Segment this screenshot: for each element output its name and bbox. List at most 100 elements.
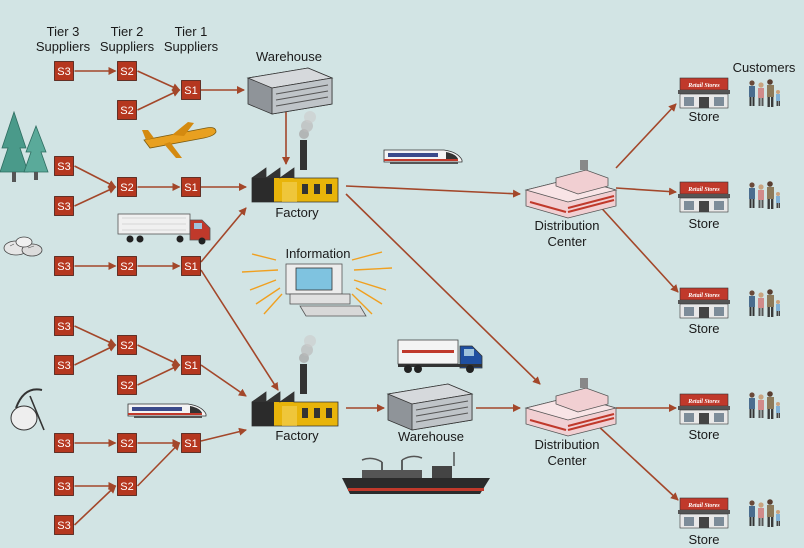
tier1-header-line2: Suppliers	[164, 39, 219, 54]
tier3-header-line1: Tier 3	[47, 24, 80, 39]
warehouse-icon	[247, 67, 333, 115]
tier1-supplier-node	[181, 433, 201, 453]
store-sign: Retail Stores	[687, 399, 720, 405]
tier1-supplier-node	[181, 177, 201, 197]
customers-icon	[749, 289, 780, 317]
tier2-supplier-code: S2	[120, 261, 133, 273]
tier2-supplier-node	[117, 177, 137, 197]
train-icon	[383, 149, 463, 165]
factory-bottom-label: Factory	[275, 428, 319, 443]
supplier-nodes: S3S3S3S3S3S3S3S3S3S2S2S2S2S2S2S2S2S1S1S1…	[54, 61, 201, 535]
flow-arrow	[595, 201, 679, 293]
customers-icon	[749, 391, 780, 419]
flow-arrow	[137, 344, 181, 366]
information-label: Information	[285, 246, 350, 261]
tier3-supplier-node	[54, 355, 74, 375]
tier3-supplier-node	[54, 61, 74, 81]
store-sign: Retail Stores	[687, 187, 720, 193]
tier2-supplier-node	[117, 375, 137, 395]
warehouse-top-label: Warehouse	[256, 49, 322, 64]
store-label-2: Store	[688, 216, 719, 231]
store-sign: Retail Stores	[687, 83, 720, 89]
tier3-supplier-node	[54, 156, 74, 176]
retail-store-icon: Retail Stores	[677, 393, 731, 425]
store-label-1: Store	[688, 109, 719, 124]
airplane-icon	[142, 122, 217, 158]
tier1-supplier-code: S1	[184, 438, 197, 450]
tier3-supplier-code: S3	[57, 66, 70, 78]
retail-store-icon: Retail Stores	[677, 287, 731, 319]
flow-arrow	[136, 442, 181, 487]
retail-store-icon: Retail Stores	[677, 77, 731, 109]
tier1-supplier-node	[181, 355, 201, 375]
tier1-header: Tier 1 Suppliers	[164, 24, 219, 54]
flow-arrow	[345, 185, 521, 198]
tier3-supplier-node	[54, 433, 74, 453]
tier3-supplier-node	[54, 196, 74, 216]
store-label-3: Store	[688, 321, 719, 336]
tier2-supplier-node	[117, 256, 137, 276]
flow-arrow	[595, 423, 679, 501]
tier3-supplier-code: S3	[57, 161, 70, 173]
tier3-supplier-node	[54, 476, 74, 496]
tier3-supplier-code: S3	[57, 438, 70, 450]
warehouse-bottom-label: Warehouse	[398, 429, 464, 444]
tier2-supplier-code: S2	[120, 438, 133, 450]
dc-top-label-line1: Distribution	[534, 218, 599, 233]
store-sign: Retail Stores	[687, 503, 720, 509]
flow-arrow	[137, 89, 181, 111]
customers-icon	[749, 499, 780, 527]
truck-icon	[397, 339, 483, 373]
tier2-supplier-code: S2	[120, 380, 133, 392]
retail-store-icon: Retail Stores	[677, 497, 731, 529]
tier1-supplier-node	[181, 256, 201, 276]
tier2-supplier-node	[117, 476, 137, 496]
tier3-supplier-code: S3	[57, 360, 70, 372]
distribution-center-icon	[525, 377, 617, 437]
flow-arrow	[200, 269, 279, 391]
tier2-supplier-node	[117, 61, 137, 81]
tier2-supplier-node	[117, 100, 137, 120]
flow-arrow	[74, 325, 117, 346]
tier1-supplier-code: S1	[184, 182, 197, 194]
tier2-supplier-code: S2	[120, 481, 133, 493]
train-icon	[127, 403, 207, 419]
flow-arrows	[73, 67, 679, 526]
customers-label: Customers	[733, 60, 796, 75]
tier2-supplier-node	[117, 335, 137, 355]
tier3-supplier-code: S3	[57, 201, 70, 213]
flow-arrow	[200, 427, 247, 442]
tier3-supplier-node	[54, 316, 74, 336]
tier2-header-line1: Tier 2	[111, 24, 144, 39]
dc-top-label-line2: Center	[547, 234, 587, 249]
flow-arrow	[615, 187, 677, 196]
tier2-header-line2: Suppliers	[100, 39, 155, 54]
flow-arrow	[137, 364, 181, 386]
tier1-header-line1: Tier 1	[175, 24, 208, 39]
tier1-supplier-node	[181, 80, 201, 100]
tier3-header: Tier 3 Suppliers	[36, 24, 91, 54]
flow-arrow	[137, 70, 181, 91]
pickaxe-ore-icon	[10, 388, 45, 431]
factory-icon	[251, 334, 339, 427]
tier1-supplier-code: S1	[184, 85, 197, 97]
flow-arrow	[74, 165, 117, 188]
tier3-supplier-code: S3	[57, 321, 70, 333]
factory-top-label: Factory	[275, 205, 319, 220]
flow-arrow	[74, 186, 117, 207]
store-label-4: Store	[688, 427, 719, 442]
flow-arrow	[345, 193, 541, 385]
flow-arrow	[200, 207, 247, 263]
pine-trees-icon	[0, 110, 49, 182]
tier3-header-line2: Suppliers	[36, 39, 91, 54]
tier2-supplier-code: S2	[120, 340, 133, 352]
tier2-supplier-code: S2	[120, 66, 133, 78]
distribution-center-icon	[525, 159, 617, 219]
flow-arrow	[615, 103, 677, 169]
store-label-5: Store	[688, 532, 719, 547]
store-sign: Retail Stores	[687, 293, 720, 299]
tier2-supplier-code: S2	[120, 182, 133, 194]
customers-icon	[749, 79, 780, 107]
